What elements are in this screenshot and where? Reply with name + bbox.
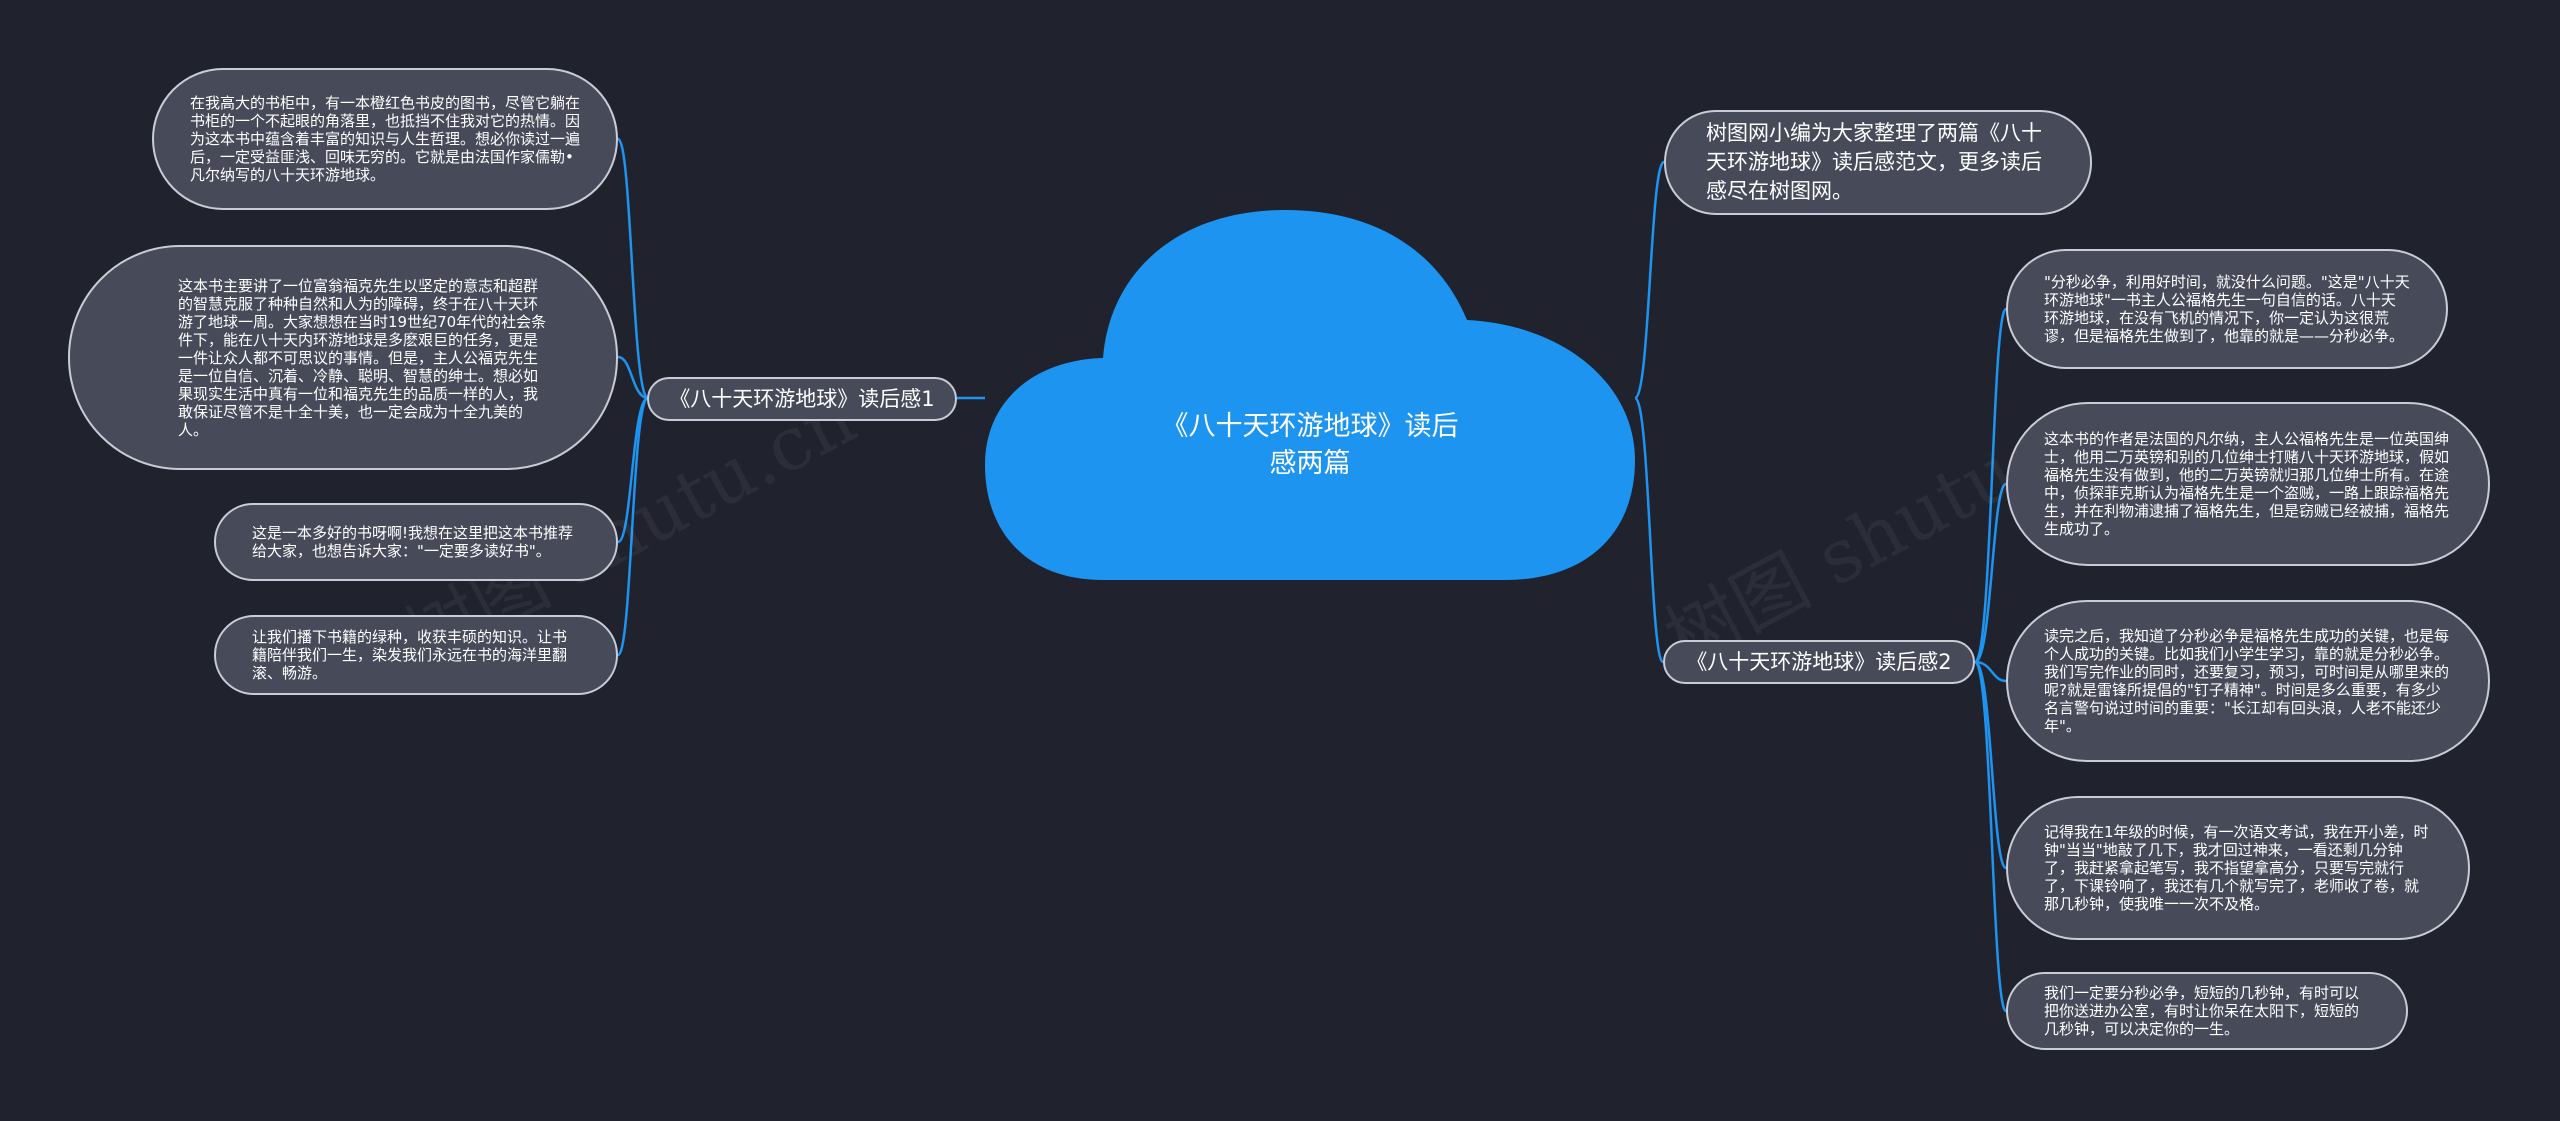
connector-line [616,396,650,657]
branch-label: 《八十天环游地球》读后感2 [1686,650,1952,674]
root-cloud-shape[interactable] [985,210,1635,585]
connector-line [617,396,649,544]
leaf-text: "分秒必争，利用好时间，就没什么问题。"这是"八十天环游地球"一书主人公福格先生… [2044,273,2410,345]
connector-line [1974,482,2008,664]
leaf-node[interactable]: 记得我在1年级的时候，有一次语文考试，我在开小差，时钟"当当"地敲了几下，我才回… [2006,796,2470,940]
branch-node-2[interactable]: 《八十天环游地球》读后感2 [1663,640,1975,684]
connector-line [1633,396,1665,664]
leaf-node[interactable]: "分秒必争，利用好时间，就没什么问题。"这是"八十天环游地球"一书主人公福格先生… [2006,249,2448,369]
leaf-text: 让我们播下书籍的绿种，收获丰硕的知识。让书籍陪伴我们一生，染发我们永远在书的海洋… [252,628,568,682]
leaf-node[interactable]: 这本书的作者是法国的凡尔纳，主人公福格先生是一位英国绅士，他用二万英镑和别的几位… [2006,402,2490,566]
connector-line [616,137,650,400]
connector-line [1973,660,2008,1013]
leaf-node[interactable]: 这本书主要讲了一位富翁福克先生以坚定的意志和超群的智慧克服了种种自然和人为的障碍… [68,245,618,470]
connector-line [1973,660,2008,870]
leaf-text: 读完之后，我知道了分秒必争是福格先生成功的关键，也是每个人成功的关键。比如我们小… [2044,627,2450,735]
connector-line [1633,160,1666,400]
leaf-text: 这是一本多好的书呀啊!我想在这里把这本书推荐给大家，也想告诉大家："一定要多读好… [252,524,574,560]
leaf-text: 我们一定要分秒必争，短短的几秒钟，有时可以把你送进办公室，有时让你呆在太阳下，短… [2044,984,2360,1038]
leaf-text: 这本书的作者是法国的凡尔纳，主人公福格先生是一位英国绅士，他用二万英镑和别的几位… [2044,430,2450,538]
connector-line [617,355,649,400]
root-topic[interactable]: 《八十天环游地球》读后感两篇 [1161,411,1459,479]
leaf-text: 在我高大的书柜中，有一本橙红色书皮的图书，尽管它躺在书柜的一个不起眼的角落里，也… [190,94,581,184]
leaf-node[interactable]: 这是一本多好的书呀啊!我想在这里把这本书推荐给大家，也想告诉大家："一定要多读好… [214,503,618,581]
leaf-node[interactable]: 读完之后，我知道了分秒必争是福格先生成功的关键，也是每个人成功的关键。比如我们小… [2006,600,2490,762]
leaf-node[interactable]: 我们一定要分秒必争，短短的几秒钟，有时可以把你送进办公室，有时让你呆在太阳下，短… [2006,972,2408,1050]
connector-line [1973,307,2008,664]
intro-text: 树图网小编为大家整理了两篇《八十天环游地球》读后感范文，更多读后感尽在树图网。 [1706,121,2042,203]
leaf-text: 这本书主要讲了一位富翁福克先生以坚定的意志和超群的智慧克服了种种自然和人为的障碍… [178,276,547,439]
leaf-text: 记得我在1年级的时候，有一次语文考试，我在开小差，时钟"当当"地敲了几下，我才回… [2044,823,2429,913]
intro-node[interactable]: 树图网小编为大家整理了两篇《八十天环游地球》读后感范文，更多读后感尽在树图网。 [1664,110,2092,215]
connector-line [1974,660,2007,683]
branch-label: 《八十天环游地球》读后感1 [669,387,935,411]
leaf-node[interactable]: 在我高大的书柜中，有一本橙红色书皮的图书，尽管它躺在书柜的一个不起眼的角落里，也… [152,68,618,210]
branch-node-1[interactable]: 《八十天环游地球》读后感1 [647,377,957,421]
leaf-node[interactable]: 让我们播下书籍的绿种，收获丰硕的知识。让书籍陪伴我们一生，染发我们永远在书的海洋… [214,615,618,695]
